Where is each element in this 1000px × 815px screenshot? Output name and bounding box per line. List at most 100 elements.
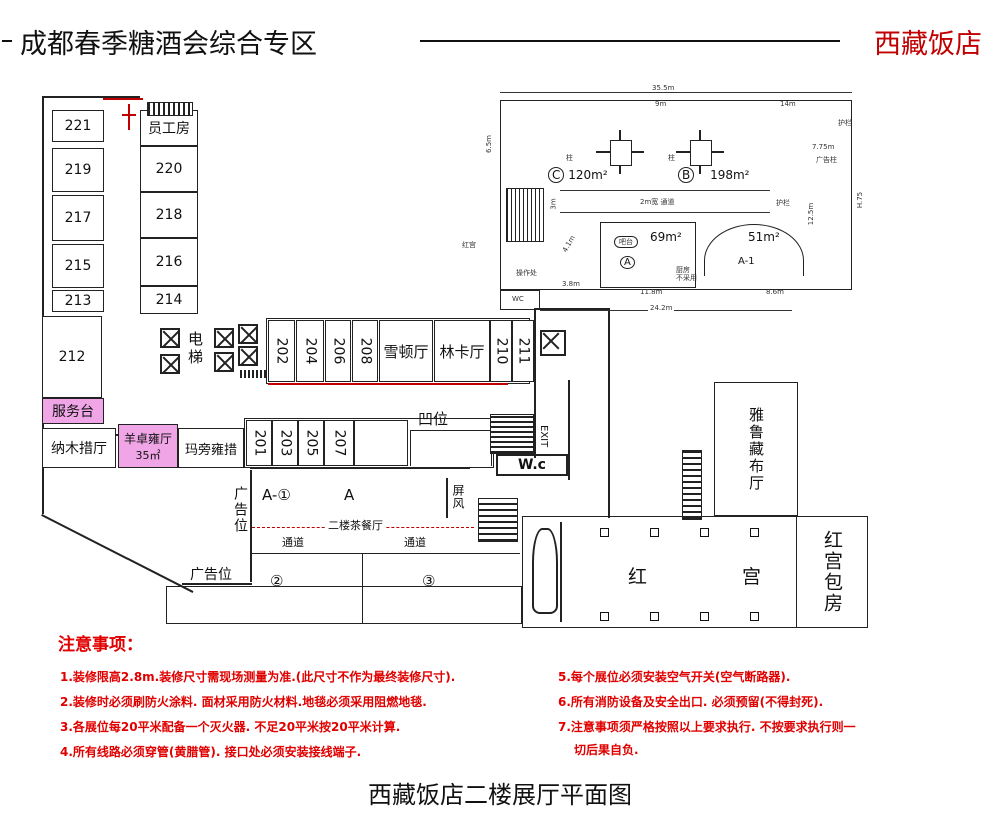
room-204-label: 204	[302, 337, 319, 365]
exit-label: EXIT	[538, 425, 549, 448]
room-213[interactable]: 213	[52, 290, 104, 312]
footer-title: 西藏饭店二楼展厅平面图	[368, 781, 632, 809]
room-212[interactable]: 212	[42, 316, 102, 398]
column-8	[750, 612, 759, 621]
inset-dim-3: 3m	[549, 198, 558, 210]
elevator-label: 电梯	[188, 330, 204, 366]
inset-zone-c: C	[548, 167, 565, 183]
note-4: 4.所有线路必须穿管(黄腊管). 接口处必须安装接线端子.	[60, 745, 362, 759]
right-wall	[534, 308, 536, 458]
zone-a1-label: A-①	[262, 486, 291, 504]
elevator-box-2	[160, 354, 180, 374]
inset-dim-125: 12.5m	[807, 202, 816, 226]
inset-zone-c-area: 120m²	[568, 168, 608, 182]
elevator-box-3	[214, 328, 234, 348]
room-217[interactable]: 217	[52, 195, 104, 241]
room-207-label: 207	[330, 429, 347, 457]
room-215[interactable]: 215	[52, 244, 104, 288]
elevator-stair	[240, 370, 266, 378]
room-221[interactable]: 221	[52, 110, 104, 142]
stair-box-right	[540, 330, 566, 356]
red-palace-stair	[560, 522, 572, 622]
red-palace-label: 红 宫	[628, 566, 800, 588]
hall-xuedun[interactable]: 雪顿厅	[379, 320, 433, 382]
red-palace-room-label: 红宫包房	[821, 530, 843, 614]
hall-yangzhuo[interactable]: 羊卓雍厅 35㎡	[118, 424, 178, 468]
zone-3-label: ③	[422, 572, 436, 590]
room-216[interactable]: 216	[140, 238, 198, 286]
room-211-label: 211	[515, 337, 532, 365]
ad-spot-h-wall	[182, 583, 252, 585]
tea-room-label: 二楼茶餐厅	[326, 517, 385, 533]
room-202[interactable]: 202	[268, 320, 295, 382]
inset-aisle-line-2	[560, 212, 770, 213]
elevator-box-5	[238, 324, 258, 344]
room-219[interactable]: 219	[52, 148, 104, 192]
inset-wc: WC	[512, 295, 524, 303]
room-204[interactable]: 204	[296, 320, 324, 382]
room-207[interactable]: 207	[324, 420, 354, 466]
room-211[interactable]: 211	[512, 320, 534, 382]
inset-pillar-1: 柱	[566, 154, 573, 162]
room-202-label: 202	[273, 337, 290, 365]
room-218[interactable]: 218	[140, 192, 198, 238]
elevator-box-6	[238, 346, 258, 366]
note-5: 5.每个展位必须安装空气开关(空气断路器).	[558, 670, 791, 684]
hall-yangzhuo-area: 35㎡	[135, 448, 161, 462]
ad-spot-vertical: 广告位	[232, 486, 248, 534]
inset-dim-h: H.75	[856, 191, 865, 209]
inset-cross-c-box	[610, 140, 632, 166]
room-208[interactable]: 208	[352, 320, 378, 382]
room-214[interactable]: 214	[140, 286, 198, 314]
inset-guard-1: 护栏	[838, 119, 852, 127]
zone-a-label: A	[344, 486, 355, 504]
inset-zone-a-area: 69m²	[650, 230, 682, 244]
hall-yaqu[interactable]: 雅鲁藏布厅	[714, 382, 798, 516]
zone-a-outline	[250, 468, 470, 553]
red-mark	[128, 104, 130, 130]
room-201-label: 201	[251, 429, 268, 457]
note-7-cont: 切后果自负.	[574, 743, 639, 757]
inset-cross-b-box	[690, 140, 712, 166]
room-208-label: 208	[357, 337, 374, 365]
note-7: 7.注意事项须严格按照以上要求执行. 不按要求执行则一	[558, 720, 856, 734]
inset-zone-c-label: C 120m²	[548, 167, 608, 183]
room-210[interactable]: 210	[490, 320, 512, 382]
inset-dim-65: 6.5m	[484, 135, 493, 153]
hall-linka[interactable]: 林卡厅	[434, 320, 490, 382]
hall-mapang[interactable]: 玛旁雍措	[178, 428, 244, 468]
right-wall-top	[536, 308, 608, 310]
room-201[interactable]: 201	[246, 420, 272, 466]
note-6: 6.所有消防设备及安全出口. 必须预留(不得封死).	[558, 695, 824, 709]
staff-room-grille	[147, 102, 193, 116]
room-205[interactable]: 205	[298, 420, 324, 466]
inset-dim-total: 35.5m	[652, 84, 675, 92]
room-blank	[354, 420, 408, 466]
recess-label: 凹位	[418, 410, 449, 428]
red-palace-room[interactable]: 红宫包房	[796, 516, 868, 628]
inset-outline	[500, 100, 852, 290]
wc-room[interactable]: W.c	[496, 454, 568, 476]
upper-red-line	[268, 383, 508, 385]
note-1: 1.装修限高2.8m.装修尺寸需现场测量为准.(此尺寸不作为最终装修尺寸).	[60, 670, 456, 684]
service-desk[interactable]: 服务台	[42, 398, 104, 424]
room-203[interactable]: 203	[272, 420, 298, 466]
inset-zone-a: A	[620, 256, 635, 269]
lower-divider	[250, 553, 520, 554]
room-220[interactable]: 220	[140, 146, 198, 192]
room-206[interactable]: 206	[325, 320, 351, 382]
inset-dim-775: 7.75m	[812, 143, 835, 151]
elevator-box-4	[214, 352, 234, 372]
inset-wc-box	[500, 290, 540, 310]
staff-room[interactable]: 员工房	[140, 110, 198, 146]
screen-label: 屏风	[451, 484, 465, 510]
zone-2-label: ②	[270, 572, 284, 590]
room-205-label: 205	[303, 429, 320, 457]
room-206-label: 206	[330, 337, 347, 365]
inset-pillar-2: 柱	[668, 154, 675, 162]
inset-ad-pillar: 广告柱	[816, 156, 837, 164]
inset-dim-86: 8.6m	[766, 288, 784, 296]
right-wall-2	[568, 380, 570, 480]
hall-namu[interactable]: 纳木措厅	[42, 428, 116, 468]
room-210-label: 210	[493, 337, 510, 365]
